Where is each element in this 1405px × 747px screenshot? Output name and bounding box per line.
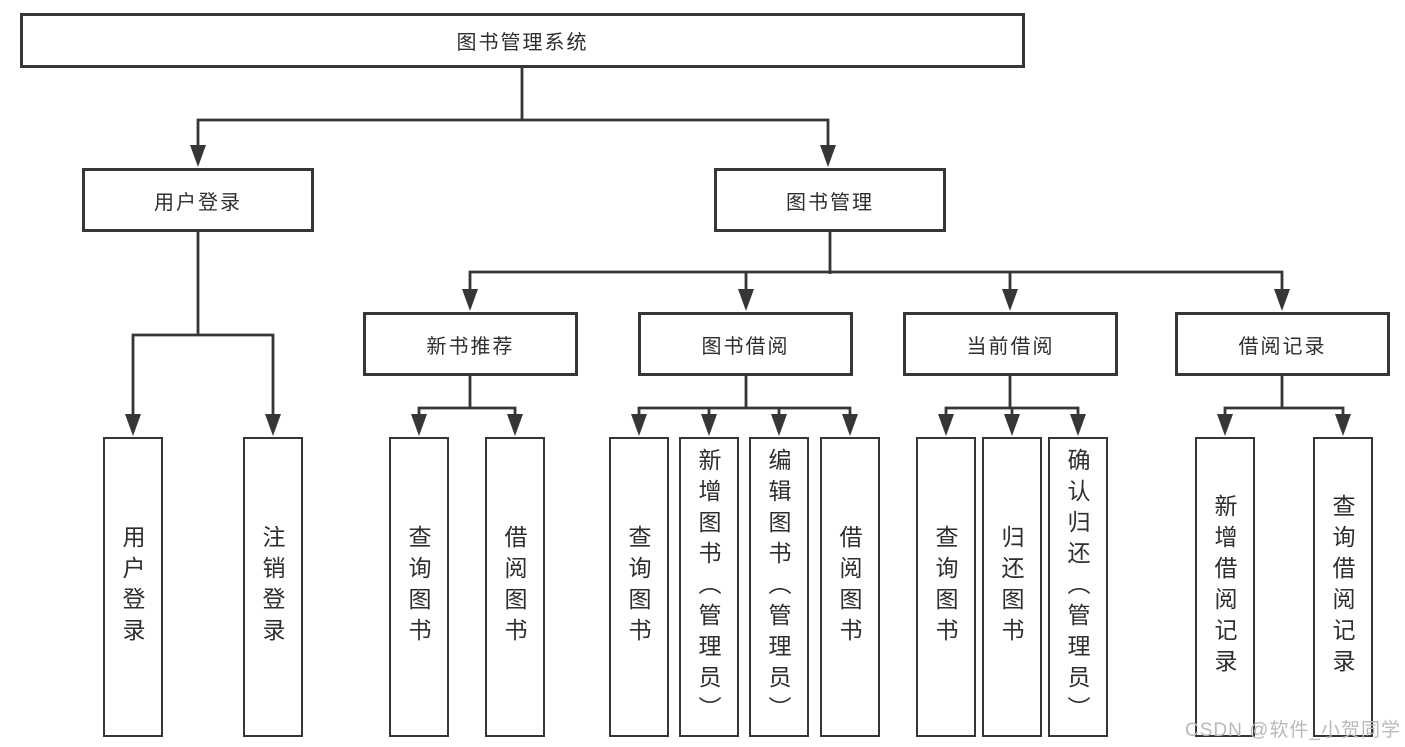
- node-recommend-borrow-books: 借阅图书: [485, 437, 545, 737]
- node-user-login-action: 用户登录: [103, 437, 163, 737]
- node-borrowing-query-books: 查询图书: [609, 437, 669, 737]
- node-current-query-books: 查询图书: [916, 437, 976, 737]
- node-root-system: 图书管理系统: [20, 13, 1025, 68]
- node-current-borrowing: 当前借阅: [903, 312, 1118, 376]
- node-records-query-record: 查询借阅记录: [1313, 437, 1373, 737]
- node-borrowing-add-books-admin: 新增图书（管理员）: [679, 437, 739, 737]
- node-records-add-record: 新增借阅记录: [1195, 437, 1255, 737]
- node-current-confirm-return-admin: 确认归还（管理员）: [1048, 437, 1108, 737]
- node-borrowing-edit-books-admin: 编辑图书（管理员）: [749, 437, 809, 737]
- node-current-return-books: 归还图书: [982, 437, 1042, 737]
- node-logout-action: 注销登录: [243, 437, 303, 737]
- node-recommend-query-books: 查询图书: [389, 437, 449, 737]
- node-user-login: 用户登录: [82, 168, 314, 232]
- node-borrowing-records: 借阅记录: [1175, 312, 1390, 376]
- node-borrowing-borrow-books: 借阅图书: [820, 437, 880, 737]
- arrowheads: [125, 145, 1351, 436]
- node-book-borrowing: 图书借阅: [638, 312, 853, 376]
- node-book-management: 图书管理: [714, 168, 946, 232]
- node-new-book-recommend: 新书推荐: [363, 312, 578, 376]
- csdn-watermark: CSDN @软件_小贺同学: [1185, 720, 1401, 741]
